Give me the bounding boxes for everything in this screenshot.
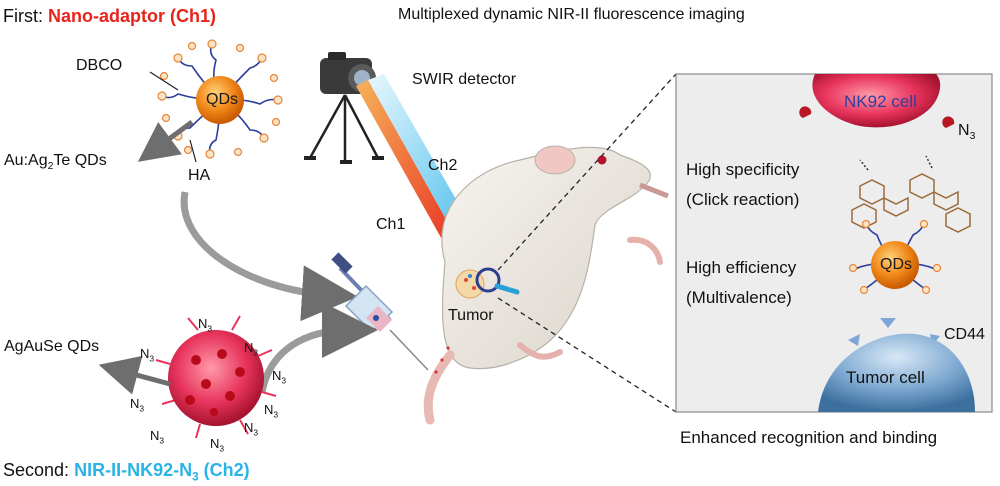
dbco-pointer	[149, 71, 179, 91]
high-specificity-label: High specificity	[686, 160, 800, 179]
ch1-label: Ch1	[376, 216, 406, 233]
n3-label: N3	[210, 436, 225, 454]
ch1-beam	[356, 80, 470, 268]
ch2-label: Ch2	[428, 157, 458, 174]
tumor-cell-label: Tumor cell	[846, 368, 925, 387]
nk92-to-syringe-arrow	[258, 302, 378, 393]
high-efficiency-label: High efficiency	[686, 258, 797, 277]
inset-azide-icons	[799, 106, 955, 128]
au-ag-suffix: Te QDs	[53, 152, 107, 169]
qds-core-label: QDs	[206, 91, 238, 108]
nk92-n3-label: NIR-II-NK92-N3 (Ch2)	[74, 460, 250, 484]
n3-label: N3	[150, 428, 165, 446]
au-ag-prefix: Au:Ag	[4, 152, 48, 169]
agause-arrow	[98, 355, 171, 395]
second-prefix: Second:	[3, 460, 70, 480]
au-ag-te-label: Au:Ag2Te QDs	[4, 152, 107, 172]
n3-label: N3	[264, 402, 279, 420]
tumor-label: Tumor	[448, 307, 494, 324]
swir-camera	[304, 52, 384, 164]
inset-qd-core	[871, 241, 919, 289]
first-label: First: Nano-adaptor (Ch1)	[3, 6, 216, 27]
cd44-label: CD44	[944, 326, 985, 343]
second-label: Second: NIR-II-NK92-N3 (Ch2)	[3, 460, 250, 484]
n3-label: N3	[244, 340, 259, 358]
inset-caption: Enhanced recognition and binding	[680, 428, 938, 447]
au-ag-sub: 2	[47, 161, 54, 173]
n3-label: N3	[244, 420, 259, 438]
nano-adaptor-graphic	[137, 39, 283, 163]
first-prefix: First:	[3, 6, 43, 26]
nano-adaptor-label: Nano-adaptor (Ch1)	[48, 6, 217, 26]
n3-label: N3	[198, 316, 213, 334]
nano-adaptor-qd-core	[196, 76, 244, 124]
adaptor-to-syringe-arrow	[180, 191, 358, 322]
dbco-label: DBCO	[76, 57, 123, 74]
inset-tumor-cell	[818, 333, 975, 412]
nk92-cell-graphic	[98, 315, 277, 439]
inset-qds-label: QDs	[880, 256, 912, 273]
ha-label: HA	[188, 167, 211, 184]
mouse-nose	[639, 182, 669, 199]
figure-title: Multiplexed dynamic NIR-II fluorescence …	[398, 6, 745, 23]
magnifier-icon	[475, 267, 501, 293]
swir-detector-label: SWIR detector	[412, 71, 517, 88]
syringe-needle	[389, 329, 429, 371]
inset-nk92-cell	[812, 74, 941, 128]
multivalence-label: (Multivalence)	[686, 288, 792, 307]
mouse-eye	[597, 155, 607, 165]
n3-label: N3	[130, 396, 145, 414]
inset-nk92-label: NK92 cell	[844, 92, 917, 111]
ha-pointer	[189, 139, 197, 163]
mouse-tail	[423, 350, 455, 425]
inset-dbco-structures	[851, 155, 971, 233]
inset-n3-label: N3	[958, 122, 976, 143]
mouse-body	[441, 146, 651, 370]
n3-label: N3	[272, 368, 287, 386]
n3-label: N3	[140, 346, 155, 364]
au-ag-te-arrow	[137, 119, 194, 162]
click-reaction-label: (Click reaction)	[686, 190, 800, 209]
agause-qds-label: AgAuSe QDs	[4, 338, 100, 355]
syringe-illustration	[331, 252, 429, 371]
zoom-line-top	[497, 73, 677, 271]
mouse-ear	[534, 145, 576, 175]
mouse-illustration	[423, 145, 669, 425]
